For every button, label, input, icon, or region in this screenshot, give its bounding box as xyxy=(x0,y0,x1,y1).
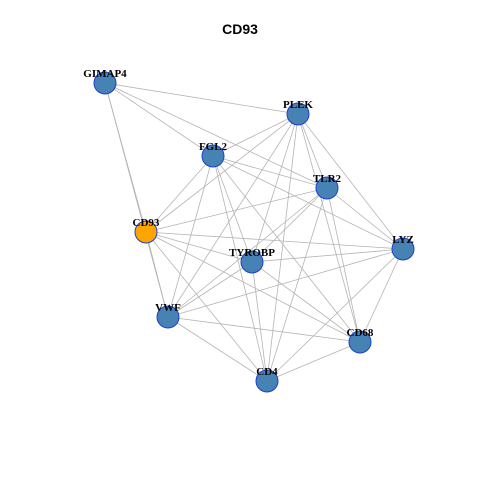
edge-cd93-vwf xyxy=(145,231,169,318)
node-tyrobp[interactable] xyxy=(240,250,264,274)
edge-fgl2-vwf xyxy=(167,155,214,318)
node-label-fgl2: FGL2 xyxy=(199,141,228,153)
edge-plek-cd4 xyxy=(266,113,299,382)
node-label-cd4: CD4 xyxy=(256,366,278,378)
edge-gimap4-fgl2 xyxy=(104,82,214,157)
node-label-plek: PLEK xyxy=(283,99,313,111)
edge-lyz-vwf xyxy=(167,248,404,318)
edge-vwf-cd4 xyxy=(167,316,268,382)
edge-fgl2-cd4 xyxy=(212,155,268,382)
edge-plek-fgl2 xyxy=(212,113,299,157)
node-label-lyz: LYZ xyxy=(392,234,414,246)
edge-lyz-cd4 xyxy=(266,248,404,382)
edge-cd93-lyz xyxy=(145,231,404,250)
edge-gimap4-plek xyxy=(104,82,299,115)
edge-tyrobp-cd68 xyxy=(251,261,361,343)
edge-plek-tyrobp xyxy=(251,113,299,263)
node-label-cd68: CD68 xyxy=(347,327,374,339)
edge-lyz-cd68 xyxy=(359,248,404,343)
edge-plek-cd93 xyxy=(145,113,299,233)
edge-tlr2-cd68 xyxy=(326,187,361,343)
node-lyz[interactable] xyxy=(391,237,415,261)
node-cd93[interactable] xyxy=(134,220,158,244)
edge-plek-vwf xyxy=(167,113,299,318)
edge-tlr2-cd4 xyxy=(266,187,328,382)
edges-layer xyxy=(104,82,404,382)
node-plek[interactable] xyxy=(286,102,310,126)
node-vwf[interactable] xyxy=(156,305,180,329)
edge-tlr2-cd93 xyxy=(145,187,328,233)
edge-cd68-cd4 xyxy=(266,341,361,382)
node-label-tlr2: TLR2 xyxy=(313,173,342,185)
edge-tlr2-lyz xyxy=(326,187,404,250)
edge-cd93-tyrobp xyxy=(145,231,253,263)
node-label-gimap4: GIMAP4 xyxy=(83,68,127,80)
edge-tyrobp-cd4 xyxy=(251,261,268,382)
edge-cd93-cd4 xyxy=(145,231,268,382)
edge-tyrobp-lyz xyxy=(251,248,404,263)
edge-fgl2-tlr2 xyxy=(212,155,328,189)
node-cd4[interactable] xyxy=(255,369,279,393)
edge-fgl2-lyz xyxy=(212,155,404,250)
node-cd68[interactable] xyxy=(348,330,372,354)
edge-plek-tlr2 xyxy=(297,113,328,189)
node-fgl2[interactable] xyxy=(201,144,225,168)
node-label-vwf: VWF xyxy=(155,302,181,314)
edge-fgl2-cd68 xyxy=(212,155,361,343)
nodes-layer xyxy=(93,71,415,393)
edge-tlr2-tyrobp xyxy=(251,187,328,263)
graph-title: CD93 xyxy=(222,21,258,37)
edge-fgl2-cd93 xyxy=(145,155,214,233)
edge-plek-cd68 xyxy=(297,113,361,343)
edge-tyrobp-vwf xyxy=(167,261,253,318)
edge-cd93-cd68 xyxy=(145,231,361,343)
edge-plek-lyz xyxy=(297,113,404,250)
node-tlr2[interactable] xyxy=(315,176,339,200)
edge-fgl2-tyrobp xyxy=(212,155,253,263)
node-gimap4[interactable] xyxy=(93,71,117,95)
edge-gimap4-tlr2 xyxy=(104,82,328,189)
node-label-cd93: CD93 xyxy=(133,217,160,229)
edge-vwf-cd68 xyxy=(167,316,361,343)
node-label-tyrobp: TYROBP xyxy=(229,247,275,259)
